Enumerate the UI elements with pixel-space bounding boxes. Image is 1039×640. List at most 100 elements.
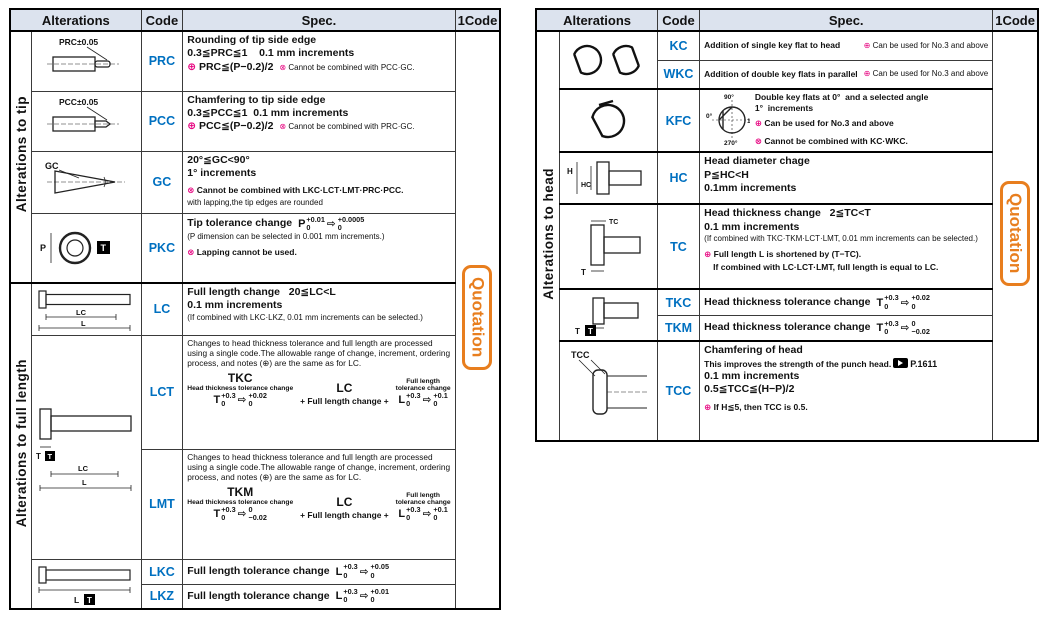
tcc-spec-strength-note: This improves the strength of the punch … <box>704 357 988 370</box>
right-header-row: Alterations Code Spec. 1Code <box>535 8 1039 32</box>
row-lct: T T LC L LCT Changes to head thickness t… <box>10 334 500 560</box>
pkc-lapping-note: ⊗ Lapping cannot be used. <box>187 247 297 258</box>
tol-lower: −0.02 <box>248 513 267 523</box>
tkc-tkm-diagram-svg: T T <box>575 297 639 337</box>
tol-lower: 0 <box>884 301 889 311</box>
kfc-note: ⊕ Can be used for No.3 and above <box>754 118 894 129</box>
arrow-icon: ⇨ <box>422 508 432 521</box>
tol-upper: +0.3 <box>221 504 236 514</box>
gc-dim-label: GC <box>45 161 59 171</box>
lc-diagram: LC L <box>31 282 142 336</box>
tol-lower: 0 <box>248 399 253 409</box>
lkc-lkz-diagram: L T <box>31 558 142 610</box>
arrow-icon: ⇨ <box>326 217 336 230</box>
tol-lower: 0 <box>337 222 342 232</box>
row-pcc: PCC±0.05 PCC Chamfering to tip side edge… <box>10 90 500 152</box>
prc-diagram: PRC±0.05 <box>31 30 142 92</box>
tc-note: ⊕ Full length L is shortened by (T−TC). <box>704 249 862 260</box>
lct-formula-lc: LC <box>336 381 353 396</box>
tol-lower: 0 <box>221 513 226 523</box>
hc-spec-increment: 0.1mm increments <box>704 182 797 195</box>
lc-diagram-svg: LC L <box>38 290 132 332</box>
hc-spec-range: P≦HC<H <box>704 168 749 181</box>
code-tkm: TKM <box>656 314 701 342</box>
hc-spec-title: Head diameter chage <box>704 155 810 168</box>
lmt-formula-right-top: Full length <box>406 491 440 499</box>
hc-diagram: H HC <box>558 151 658 205</box>
row-hc: H HC HC Head diameter chage P≦HC<H 0.1mm… <box>536 151 1038 205</box>
tol-upper: +0.3 <box>884 293 899 303</box>
tc-note-2: If combined with LC·LCT·LMT, full length… <box>713 262 939 273</box>
row-gc: GC GC 20°≦GC<90° 1° increments ⊗ Cannot … <box>10 150 500 214</box>
tol-base: T <box>213 394 221 407</box>
code-lct: LCT <box>140 334 184 450</box>
code-lkz: LKZ <box>140 583 184 610</box>
pkc-dim-p-label: P <box>40 243 46 253</box>
group-cell-tip: Alterations to tip <box>9 30 33 284</box>
tol-lower: 0 <box>343 595 348 605</box>
lkz-label: Full length tolerance change <box>187 589 330 602</box>
tc-spec-range: Head thickness change 2≦TC<T <box>704 207 871 220</box>
tol-lower: 0 <box>433 399 438 409</box>
tol-upper: +0.3 <box>406 390 421 400</box>
tcc-spec: Chamfering of head This improves the str… <box>699 340 994 442</box>
quotation-badge: Quotation <box>462 265 493 370</box>
row-tcc: TCC TCC Chamfering of head This improves… <box>536 340 1038 442</box>
tol-upper: 0 <box>911 318 916 328</box>
arrow-icon: ⇨ <box>237 394 247 407</box>
arrow-icon: ⇨ <box>422 394 432 407</box>
header-spec: Spec. <box>182 8 456 32</box>
pkc-diagram-svg: P T <box>40 231 111 264</box>
tcc-spec-increment: 0.1 mm increments <box>704 369 800 382</box>
quotation-badge: Quotation <box>1000 181 1031 286</box>
code-lkc: LKC <box>140 558 184 585</box>
pkc-diagram: P T <box>31 212 142 284</box>
prc-diagram-svg: PRC±0.05 <box>47 37 120 72</box>
row-wkc: WKC Addition of double key flats in para… <box>536 59 1038 90</box>
pkc-tolerance-box: T <box>101 243 107 253</box>
hc-spec: Head diameter chage P≦HC<H 0.1mm increme… <box>699 151 994 205</box>
tc-diagram: TC T <box>558 203 658 290</box>
pcc-diagram: PCC±0.05 <box>31 90 142 152</box>
tol-lower: 0 <box>221 399 226 409</box>
tol-lower: 0 <box>370 570 375 580</box>
pcc-spec-title: Chamfering to tip side edge <box>187 93 326 106</box>
group-cell-head: Alterations to head <box>535 30 560 442</box>
tol-upper: +0.3 <box>221 390 236 400</box>
code-tcc: TCC <box>656 340 701 442</box>
lmt-formula: TKM Head thickness tolerance change T +0… <box>187 485 451 523</box>
kfc-angle-90-label: 90° <box>724 93 734 101</box>
lct-lmt-diagram: T T LC L <box>31 334 142 560</box>
wkc-text: Addition of double key flats in parallel <box>704 68 858 79</box>
lct-tolerance-box: T <box>48 452 53 461</box>
tol-lower: 0 <box>370 595 375 605</box>
lmt-spec: Changes to head thickness tolerance and … <box>182 448 456 560</box>
code-wkc: WKC <box>656 59 701 90</box>
code-gc: GC <box>140 150 184 214</box>
tcc-strength-text: This improves the strength of the punch … <box>704 358 892 369</box>
lc-spec-range: Full length change 20≦LC<L <box>187 286 336 298</box>
group-cell-full-length: Alterations to full length <box>9 282 33 610</box>
kfc-diagram <box>558 87 658 153</box>
tol-upper: +0.02 <box>911 293 930 303</box>
tc-spec-combined-note: (If combined with TKC·TKM·LCT·LMT, 0.01 … <box>704 234 978 244</box>
header-spec: Spec. <box>699 8 994 32</box>
row-tkc: T T TKC Head thickness tolerance change … <box>536 288 1038 342</box>
lmt-formula-right-bottom: tolerance change <box>395 498 451 506</box>
left-header-row: Alterations Code Spec. 1Code <box>9 8 501 32</box>
left-table: Alterations Code Spec. 1Code Alterations… <box>9 8 502 610</box>
lkc-tolerance-box: T <box>87 596 92 605</box>
lc-dim-l-label: L <box>81 319 86 328</box>
right-table: Alterations Code Spec. 1Code Alterations… <box>535 8 1039 443</box>
lct-spec: Changes to head thickness tolerance and … <box>182 334 456 450</box>
tcc-dim-label: TCC <box>571 350 590 360</box>
catalog-page: Alterations Code Spec. 1Code Alterations… <box>9 8 1039 610</box>
header-alterations: Alterations <box>9 8 142 32</box>
row-lmt: LMT Changes to head thickness tolerance … <box>10 448 500 560</box>
